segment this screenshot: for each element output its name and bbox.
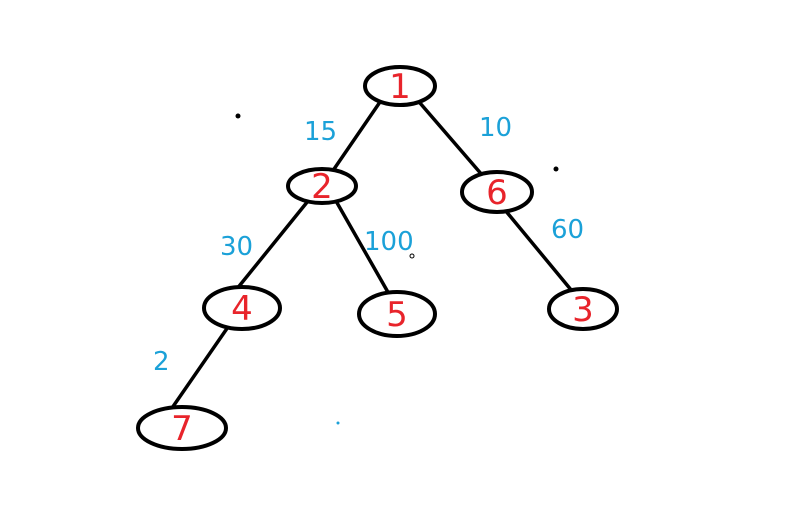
edge-1-6: [418, 101, 485, 178]
node-6: 6: [460, 170, 534, 214]
edge-weight-1-6: 10: [479, 113, 512, 143]
edge-weight-6-3: 60: [551, 215, 584, 245]
edge-2-5: [334, 199, 391, 296]
node-ellipse: [286, 167, 358, 205]
node-3: 3: [547, 287, 619, 331]
node-label: 3: [572, 290, 594, 330]
node-ellipse: [202, 285, 282, 331]
node-ellipse: [460, 170, 534, 214]
node-label: 5: [386, 295, 408, 335]
node-ellipse: [136, 405, 228, 451]
node-4: 4: [202, 285, 282, 331]
edge-weight-2-5: 100: [364, 227, 414, 257]
stray-dot: [553, 166, 559, 172]
edge-1-2: [330, 100, 382, 174]
node-ellipse: [357, 290, 437, 338]
edge-4-7: [170, 325, 230, 410]
node-7: 7: [136, 405, 228, 451]
node-5: 5: [357, 290, 437, 338]
stray-dot: [409, 253, 415, 259]
node-label: 7: [171, 409, 193, 449]
node-2: 2: [286, 167, 358, 207]
edge-6-3: [503, 208, 574, 293]
edge-2-4: [234, 199, 310, 292]
node-1: 1: [363, 65, 437, 107]
node-ellipse: [363, 65, 437, 107]
edge-weight-4-7: 2: [153, 347, 170, 377]
stray-dot: [336, 421, 340, 425]
node-label: 1: [389, 67, 411, 107]
node-label: 4: [231, 289, 253, 329]
edge-weight-2-4: 30: [220, 232, 253, 262]
stray-dot: [235, 113, 241, 119]
node-label: 2: [311, 167, 333, 207]
node-ellipse: [547, 287, 619, 331]
edge-weight-1-2: 15: [304, 117, 337, 147]
node-label: 6: [486, 173, 508, 213]
